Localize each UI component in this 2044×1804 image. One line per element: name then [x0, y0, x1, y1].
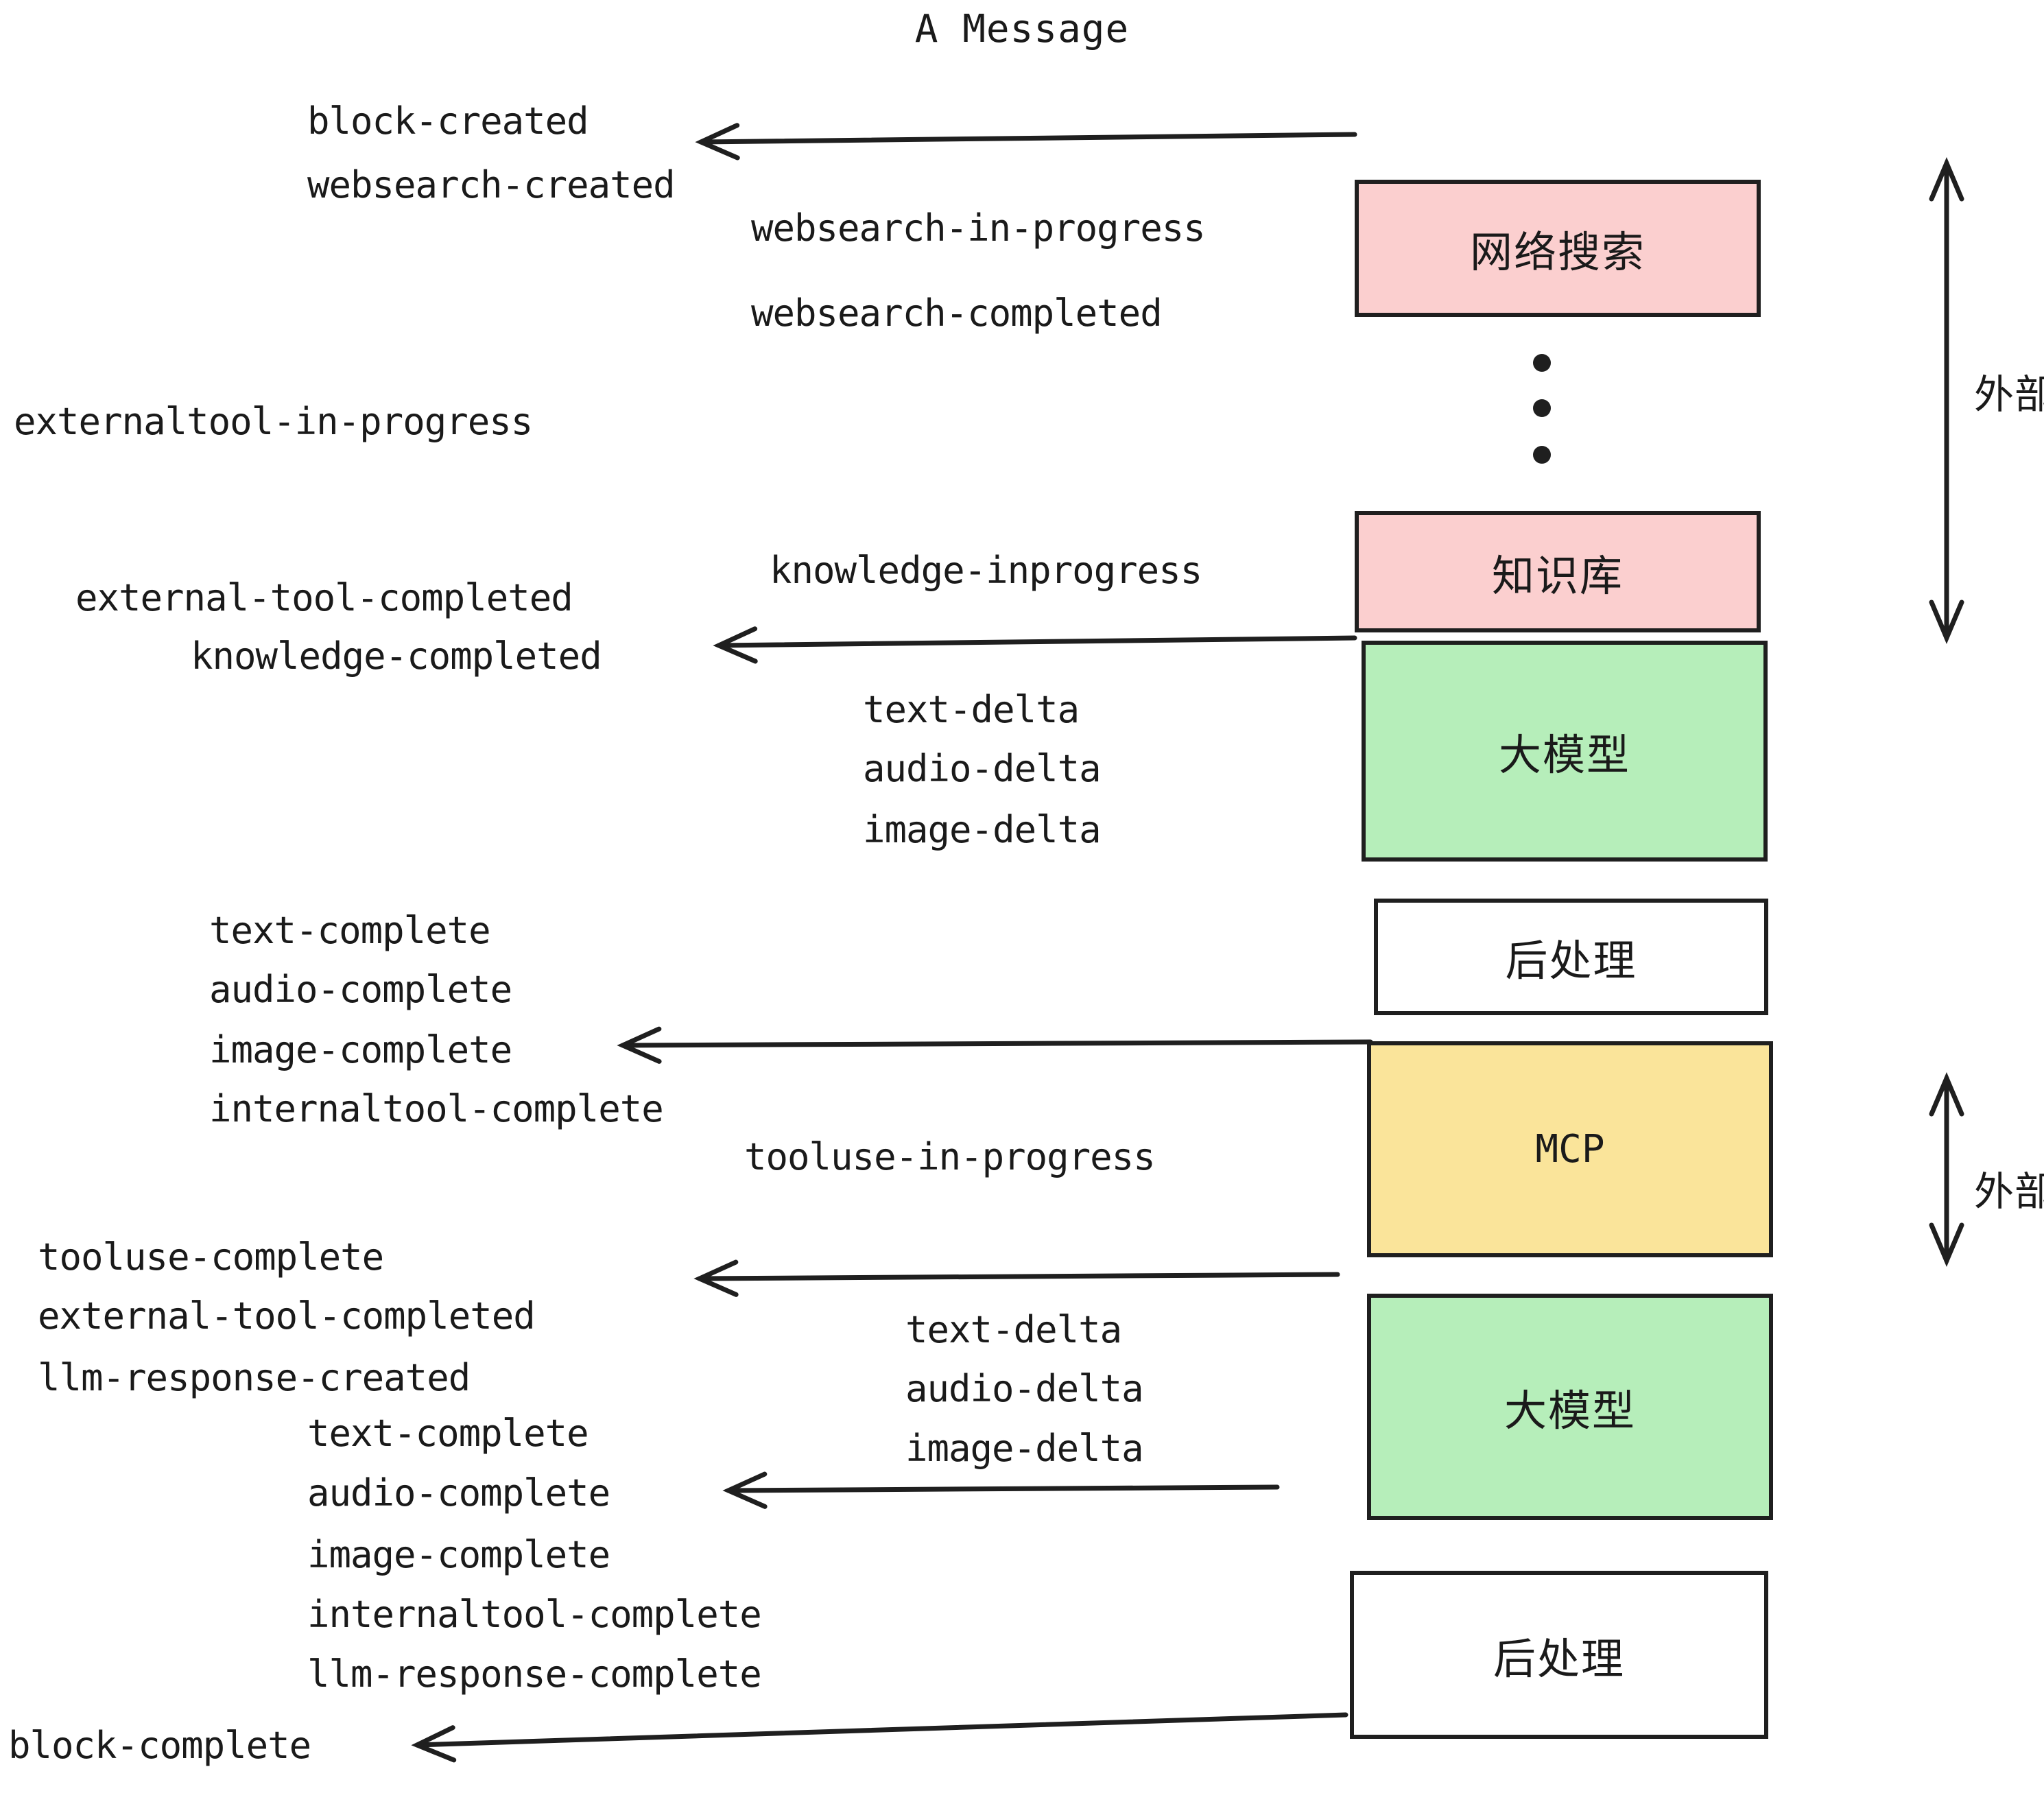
box-llm-2: 大模型	[1367, 1294, 1773, 1520]
event-label-external-tool-completed-1: external-tool-completed	[75, 576, 573, 619]
scope-external-tools-top	[1929, 157, 1964, 644]
event-label-knowledge-inprogress: knowledge-inprogress	[770, 549, 1202, 592]
event-label-internaltool-complete-2: internaltool-complete	[307, 1593, 762, 1636]
ellipsis-dot-icon	[1533, 354, 1551, 372]
event-label-text-delta-2: text-delta	[905, 1308, 1122, 1351]
event-label-image-complete-1: image-complete	[209, 1028, 512, 1071]
event-arrows	[411, 123, 1373, 1763]
scope-external-tools-bottom	[1929, 1072, 1964, 1267]
box-knowledge: 知识库	[1355, 511, 1761, 632]
event-label-tooluse-in-progress: tooluse-in-progress	[744, 1135, 1156, 1178]
page-title: A Message	[914, 7, 1130, 51]
event-label-audio-complete-2: audio-complete	[307, 1471, 610, 1515]
event-label-llm-response-complete: llm-response-complete	[307, 1652, 762, 1696]
arrow-block-complete	[411, 1712, 1348, 1763]
event-label-audio-complete-1: audio-complete	[209, 968, 512, 1011]
event-label-text-complete-2: text-complete	[307, 1412, 589, 1455]
event-label-image-complete-2: image-complete	[307, 1533, 610, 1576]
box-websearch: 网络搜索	[1355, 180, 1761, 317]
event-label-block-complete: block-complete	[8, 1724, 311, 1767]
arrow-image-complete	[617, 1026, 1373, 1064]
event-label-image-delta-1: image-delta	[863, 808, 1102, 851]
arrow-audio-complete	[722, 1471, 1280, 1509]
event-label-text-delta-1: text-delta	[863, 688, 1080, 731]
event-label-knowledge-completed: knowledge-completed	[191, 634, 602, 678]
event-label-external-tool-completed-2: external-tool-completed	[38, 1294, 536, 1338]
event-label-websearch-completed: websearch-completed	[751, 292, 1163, 335]
event-label-block-created: block-created	[307, 99, 589, 143]
event-label-audio-delta-1: audio-delta	[863, 747, 1102, 790]
box-mcp: MCP	[1367, 1041, 1773, 1257]
group-label-external-tools-bottom: 外部工具	[1974, 1168, 2044, 1215]
event-label-llm-response-created: llm-response-created	[38, 1356, 471, 1399]
group-label-external-tools-top: 外部工具	[1974, 371, 2044, 418]
event-label-websearch-in-progress: websearch-in-progress	[751, 206, 1206, 250]
event-label-text-complete-1: text-complete	[209, 909, 491, 952]
ellipsis-dot-icon	[1533, 446, 1551, 464]
arrow-block-created	[695, 123, 1357, 161]
event-label-audio-delta-2: audio-delta	[905, 1367, 1144, 1410]
arrow-tooluse-complete	[693, 1259, 1340, 1297]
event-label-image-delta-2: image-delta	[905, 1427, 1144, 1470]
event-label-websearch-created: websearch-created	[307, 163, 676, 206]
box-llm-1: 大模型	[1362, 641, 1768, 862]
arrow-knowledge-complete	[713, 626, 1357, 664]
event-label-externaltool-in-progress: externaltool-in-progress	[14, 400, 533, 443]
ellipsis-dot-icon	[1533, 399, 1551, 417]
scope-arrows	[1929, 157, 1964, 1267]
event-label-internaltool-complete-1: internaltool-complete	[209, 1087, 664, 1130]
event-label-tooluse-complete: tooluse-complete	[38, 1235, 384, 1279]
box-postprocess-1: 后处理	[1374, 899, 1768, 1015]
box-postprocess-2: 后处理	[1350, 1571, 1768, 1739]
